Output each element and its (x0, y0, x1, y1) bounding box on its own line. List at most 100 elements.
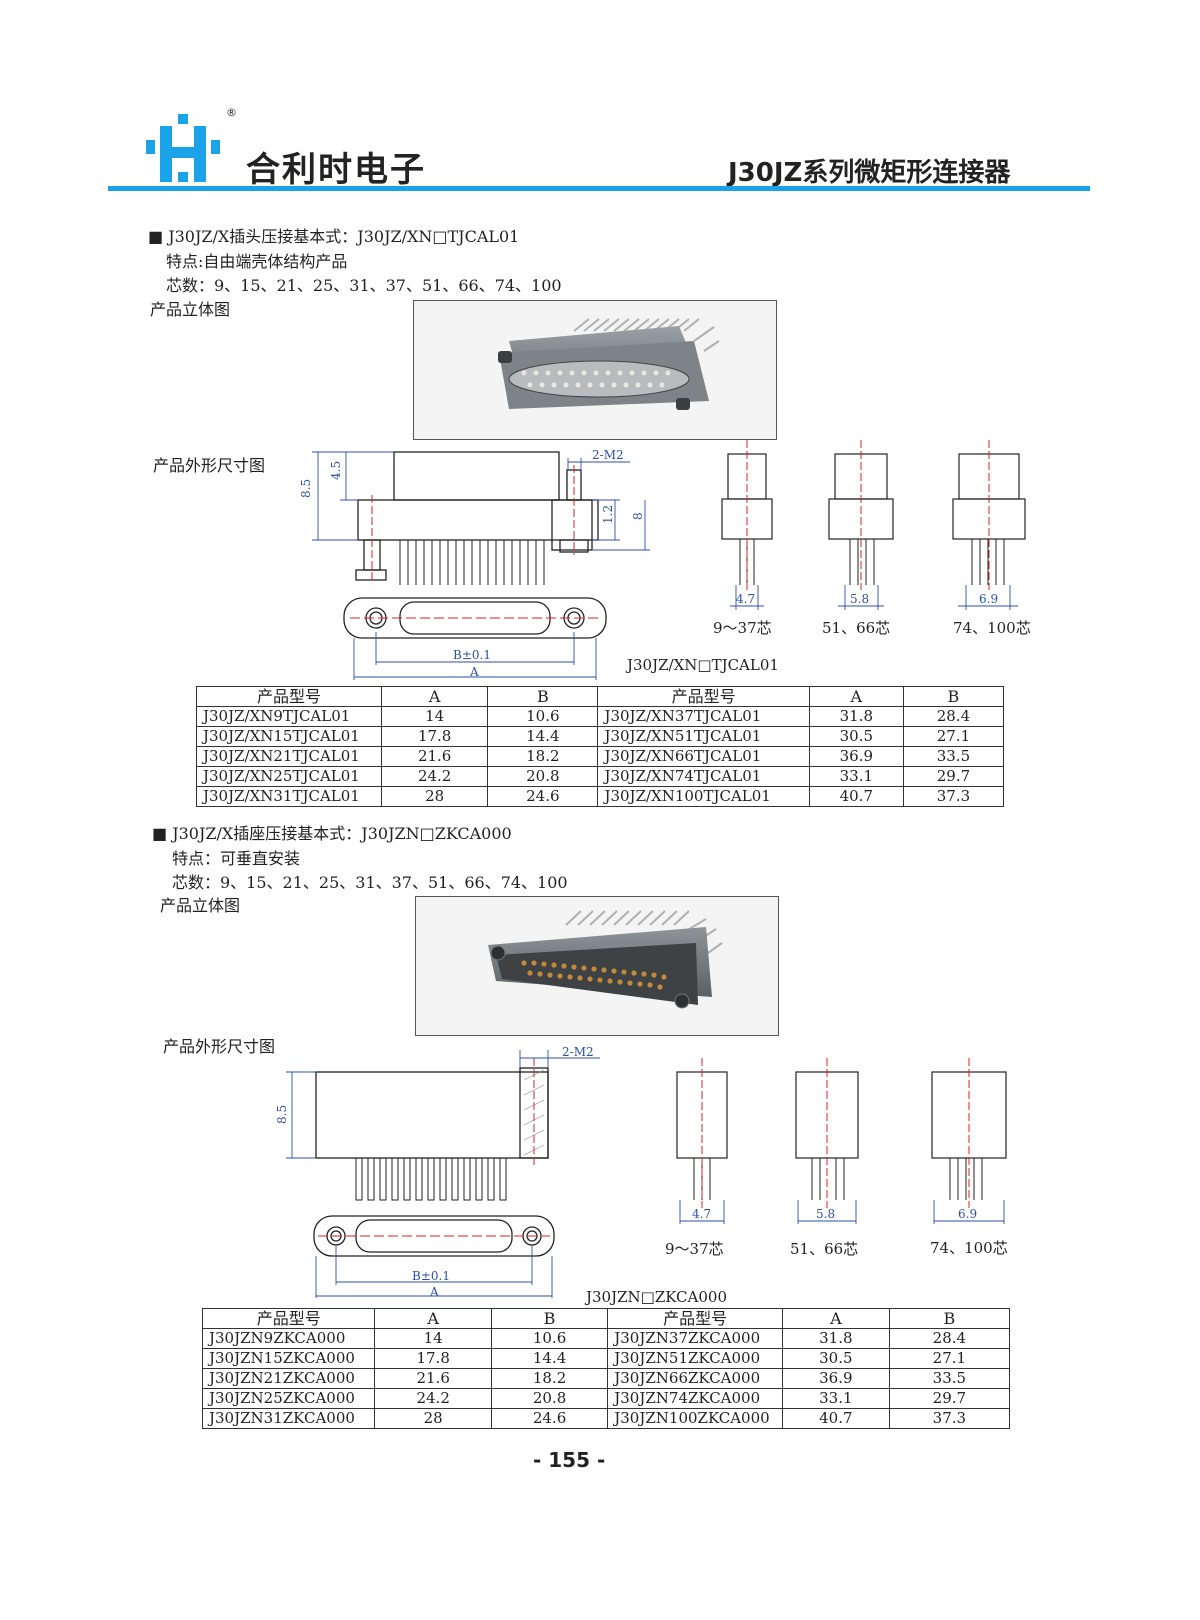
cell-model: J30JZN25ZKCA000 (201, 1388, 376, 1409)
cell-a: 14 (374, 1328, 492, 1349)
cell-model: J30JZ/XN21TJCAL01 (195, 746, 383, 767)
cell-b: 24.6 (490, 1408, 609, 1429)
cell-a: 33.1 (781, 1388, 890, 1409)
cell-a: 36.9 (808, 746, 904, 767)
dim-4-5: 4.5 (329, 461, 343, 480)
cell-model: J30JZ/XN74TJCAL01 (597, 766, 810, 787)
cell-b: 37.3 (902, 786, 1005, 807)
section1-end-label-3: 74、100芯 (953, 619, 1031, 637)
company-logo (140, 112, 230, 192)
cell-a: 24.2 (381, 766, 489, 787)
cell-a: 33.1 (808, 766, 904, 787)
section1-side-drawing: 8.5 4.5 2-M2 1.2 8 B±0.1 A (290, 440, 670, 690)
cell-b: 10.6 (490, 1328, 609, 1349)
section1-outline-label: 产品外形尺寸图 (153, 456, 266, 475)
section1-end-label-2: 51、66芯 (822, 619, 891, 637)
cell-model: J30JZN74ZKCA000 (607, 1388, 783, 1409)
col-b: B (490, 1308, 609, 1329)
registered-mark: ® (226, 106, 237, 119)
cell-model: J30JZN51ZKCA000 (607, 1348, 783, 1369)
section1-feature: 特点:自由端壳体结构产品 (166, 252, 348, 271)
cell-b: 14.4 (490, 1348, 609, 1369)
col-b: B (487, 686, 599, 707)
page-number: - 155 - (533, 1448, 606, 1472)
end-width-2: 5.8 (850, 592, 869, 606)
cell-b: 28.4 (902, 706, 1005, 727)
cell-a: 21.6 (381, 746, 489, 767)
section2-end-label-2: 51、66芯 (790, 1240, 859, 1258)
cell-a: 24.2 (374, 1388, 492, 1409)
section2-end-label-3: 74、100芯 (930, 1239, 1008, 1257)
cell-a: 28 (381, 786, 489, 807)
cell-b: 27.1 (888, 1348, 1011, 1369)
plug-connector-image (498, 318, 720, 410)
section1-heading: ■ J30JZ/X插头压接基本式：J30JZ/XN□TJCAL01 (148, 223, 519, 247)
section1-drawing-caption: J30JZ/XN□TJCAL01 (627, 656, 779, 674)
section2-outline-label: 产品外形尺寸图 (163, 1037, 276, 1056)
section2-feature: 特点：可垂直安装 (172, 849, 301, 868)
receptacle-connector-image (488, 910, 723, 1009)
cell-model: J30JZN66ZKCA000 (607, 1368, 783, 1389)
end-width-1: 4.7 (692, 1207, 711, 1221)
section2-view-label: 产品立体图 (160, 896, 241, 915)
end-width-3: 6.9 (979, 592, 998, 606)
dim-b: B±0.1 (412, 1269, 450, 1283)
dim-8-5: 8.5 (299, 479, 313, 498)
cell-b: 20.8 (487, 766, 599, 787)
section2-side-drawing: 8.5 2-M2 B±0.1 A (270, 1040, 630, 1300)
section1-heading-text: J30JZ/X插头压接基本式：J30JZ/XN□TJCAL01 (168, 227, 520, 246)
cell-model: J30JZN15ZKCA000 (201, 1348, 376, 1369)
cell-a: 40.7 (781, 1408, 890, 1429)
section1-view-label: 产品立体图 (150, 300, 231, 319)
table-header-row: 产品型号 A B 产品型号 A B (201, 1308, 1011, 1329)
table-header-row: 产品型号 A B 产品型号 A B (195, 686, 1005, 707)
cell-b: 18.2 (487, 746, 599, 767)
cell-b: 27.1 (902, 726, 1005, 747)
cell-b: 24.6 (487, 786, 599, 807)
section2-product-photo (415, 896, 779, 1036)
cell-b: 18.2 (490, 1368, 609, 1389)
cell-model: J30JZN9ZKCA000 (201, 1328, 376, 1349)
cell-a: 14 (381, 706, 489, 727)
cell-a: 17.8 (374, 1348, 492, 1369)
section2-heading-text: J30JZ/X插座压接基本式：J30JZN□ZKCA000 (172, 824, 512, 843)
cell-b: 10.6 (487, 706, 599, 727)
cell-a: 17.8 (381, 726, 489, 747)
dim-1-2: 1.2 (601, 505, 615, 524)
cell-b: 29.7 (902, 766, 1005, 787)
cell-a: 28 (374, 1408, 492, 1429)
cell-b: 33.5 (902, 746, 1005, 767)
cell-model: J30JZ/XN15TJCAL01 (195, 726, 383, 747)
header-rule (108, 186, 1090, 191)
cell-b: 29.7 (888, 1388, 1011, 1409)
logo-h-icon (146, 114, 220, 182)
dim-a: A (429, 1285, 439, 1299)
dim-2-m2: 2-M2 (562, 1045, 594, 1059)
section2-end-views: 4.7 5.8 6.9 (660, 1058, 1040, 1238)
end-width-2: 5.8 (816, 1207, 835, 1221)
cell-model: J30JZN37ZKCA000 (607, 1328, 783, 1349)
dim-2-m2: 2-M2 (592, 448, 624, 462)
col-b: B (888, 1308, 1011, 1329)
section1-product-photo (413, 300, 777, 440)
cell-b: 28.4 (888, 1328, 1011, 1349)
section1-end-views: 4.7 5.8 6.9 (700, 440, 1080, 640)
cell-model: J30JZ/XN51TJCAL01 (597, 726, 810, 747)
dim-8: 8 (631, 512, 645, 520)
col-model: 产品型号 (597, 686, 810, 707)
section2-end-label-1: 9～37芯 (665, 1240, 724, 1258)
cell-a: 36.9 (781, 1368, 890, 1389)
col-model: 产品型号 (195, 686, 383, 707)
cell-model: J30JZN100ZKCA000 (607, 1408, 783, 1429)
